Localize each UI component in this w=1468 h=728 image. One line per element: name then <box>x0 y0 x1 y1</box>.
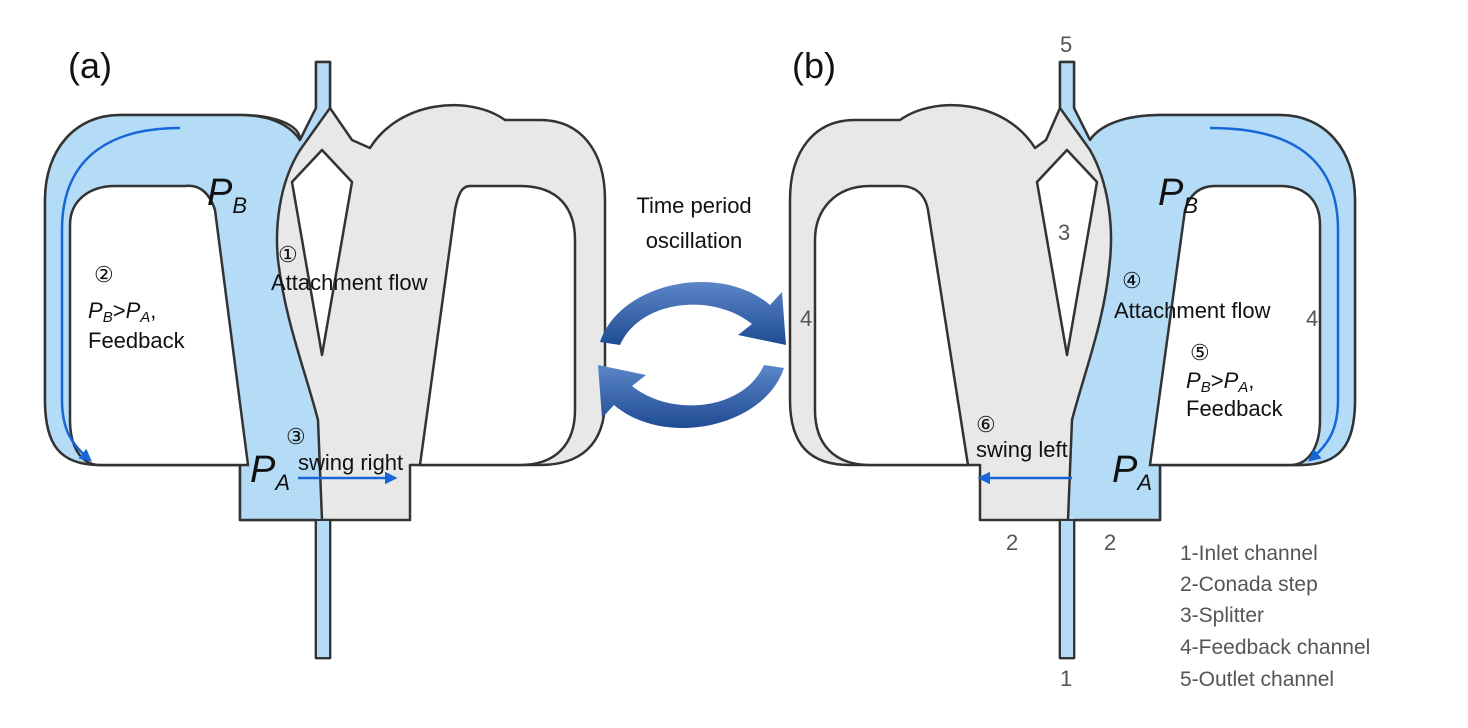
legend-item: 3-Splitter <box>1180 604 1264 627</box>
panel-b-label: (b) <box>792 45 836 86</box>
num-inlet: 1 <box>1060 666 1072 691</box>
step1-marker: ① <box>278 243 298 268</box>
panel-a-splitter <box>290 148 354 357</box>
legend-item: 2-Conada step <box>1180 573 1318 596</box>
step5-condition: PB>PA, <box>1186 368 1254 396</box>
center-caption-line1: Time period <box>636 193 751 218</box>
panel-b-left-island <box>813 184 970 467</box>
panel-b-feedback-arrow <box>1209 126 1340 462</box>
panel-a-label: (a) <box>68 45 112 86</box>
num-splitter: 3 <box>1058 220 1070 245</box>
step6-text: swing left <box>976 437 1068 462</box>
cycle-arrow-top <box>600 281 786 345</box>
panel-b-inlet-tube <box>1059 519 1075 659</box>
legend-item: 4-Feedback channel <box>1180 636 1370 659</box>
panel-a-device <box>43 60 607 660</box>
step2-marker: ② <box>94 263 114 288</box>
step3-marker: ③ <box>286 425 306 450</box>
num-feedback-right: 4 <box>1306 306 1318 331</box>
num-feedback-left: 4 <box>800 306 812 331</box>
center-caption-line2: oscillation <box>646 228 743 253</box>
panel-a-right-island <box>418 184 577 467</box>
step6-marker: ⑥ <box>976 413 996 438</box>
cycle-arrow-bottom <box>598 365 784 429</box>
panel-b-pa-label: PA <box>1112 449 1152 495</box>
panel-a-feedback-arrow <box>60 126 181 462</box>
num-step-left: 2 <box>1006 530 1018 555</box>
step3-text: swing right <box>298 450 403 475</box>
step5-text: Feedback <box>1186 396 1284 421</box>
legend-item: 1-Inlet channel <box>1180 542 1318 565</box>
step2-text: Feedback <box>88 328 186 353</box>
legend-item: 5-Outlet channel <box>1180 668 1334 691</box>
step2-condition: PB>PA, <box>88 298 156 326</box>
panel-a-pb-label: PB <box>207 172 247 218</box>
step4-text: Attachment flow <box>1114 298 1271 323</box>
panel-a-pa-label: PA <box>250 449 290 495</box>
step1-text: Attachment flow <box>271 270 428 295</box>
panel-a-inlet-tube <box>315 519 331 659</box>
num-outlet: 5 <box>1060 32 1072 57</box>
panel-b-pb-label: PB <box>1158 172 1198 218</box>
step5-marker: ⑤ <box>1190 341 1210 366</box>
panel-b-splitter <box>1035 148 1099 357</box>
num-step-right: 2 <box>1104 530 1116 555</box>
legend: 1-Inlet channel 2-Conada step 3-Splitter… <box>1180 542 1370 691</box>
panel-b-device <box>788 60 1357 660</box>
panel-a-left-island <box>68 184 250 467</box>
step4-marker: ④ <box>1122 269 1142 294</box>
